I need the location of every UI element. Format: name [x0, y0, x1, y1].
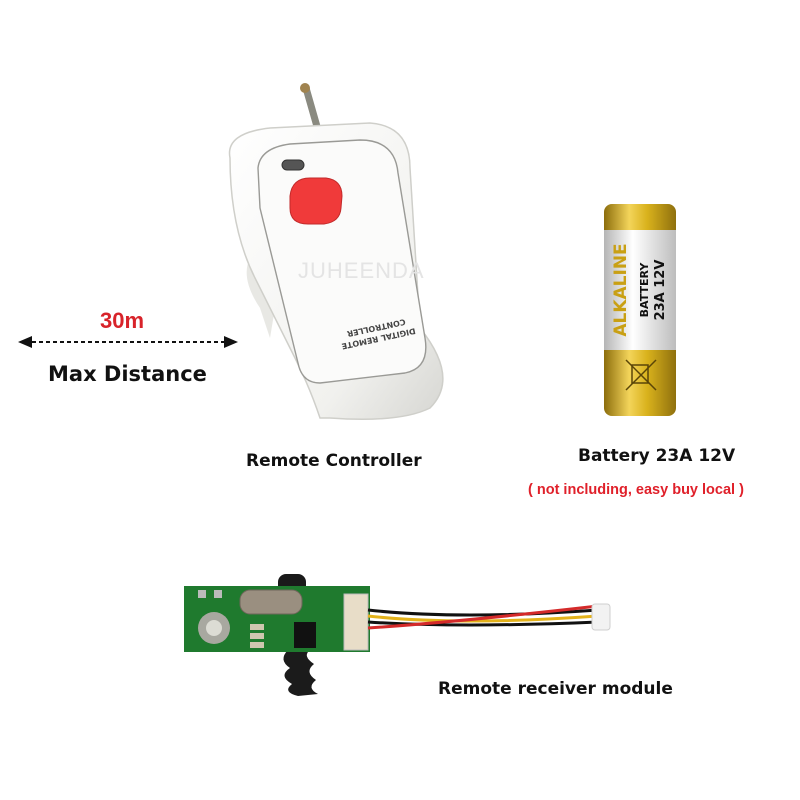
receiver-module-caption: Remote receiver module [438, 679, 673, 699]
recycle-bin-icon [625, 359, 657, 391]
remote-controller-image: DIGITAL REMOTE CONTROLLER [210, 78, 480, 428]
remote-controller-caption: Remote Controller [246, 451, 422, 471]
battery-brand-text: ALKALINE [611, 243, 631, 336]
wires [367, 604, 599, 630]
receiver-module-image [178, 570, 618, 700]
battery-type-text: BATTERY [638, 262, 651, 318]
battery-caption: Battery 23A 12V [578, 446, 736, 466]
battery-note: ( not including, easy buy local ) [528, 482, 744, 498]
double-arrow-icon [18, 336, 238, 348]
watermark: JUHEENDA [298, 258, 425, 283]
battery-image: ALKALINE BATTERY 23A 12V [600, 200, 680, 420]
battery-spec-text: 23A 12V [653, 260, 668, 321]
distance-value: 30m [100, 308, 145, 333]
max-distance-label: Max Distance [48, 362, 207, 386]
